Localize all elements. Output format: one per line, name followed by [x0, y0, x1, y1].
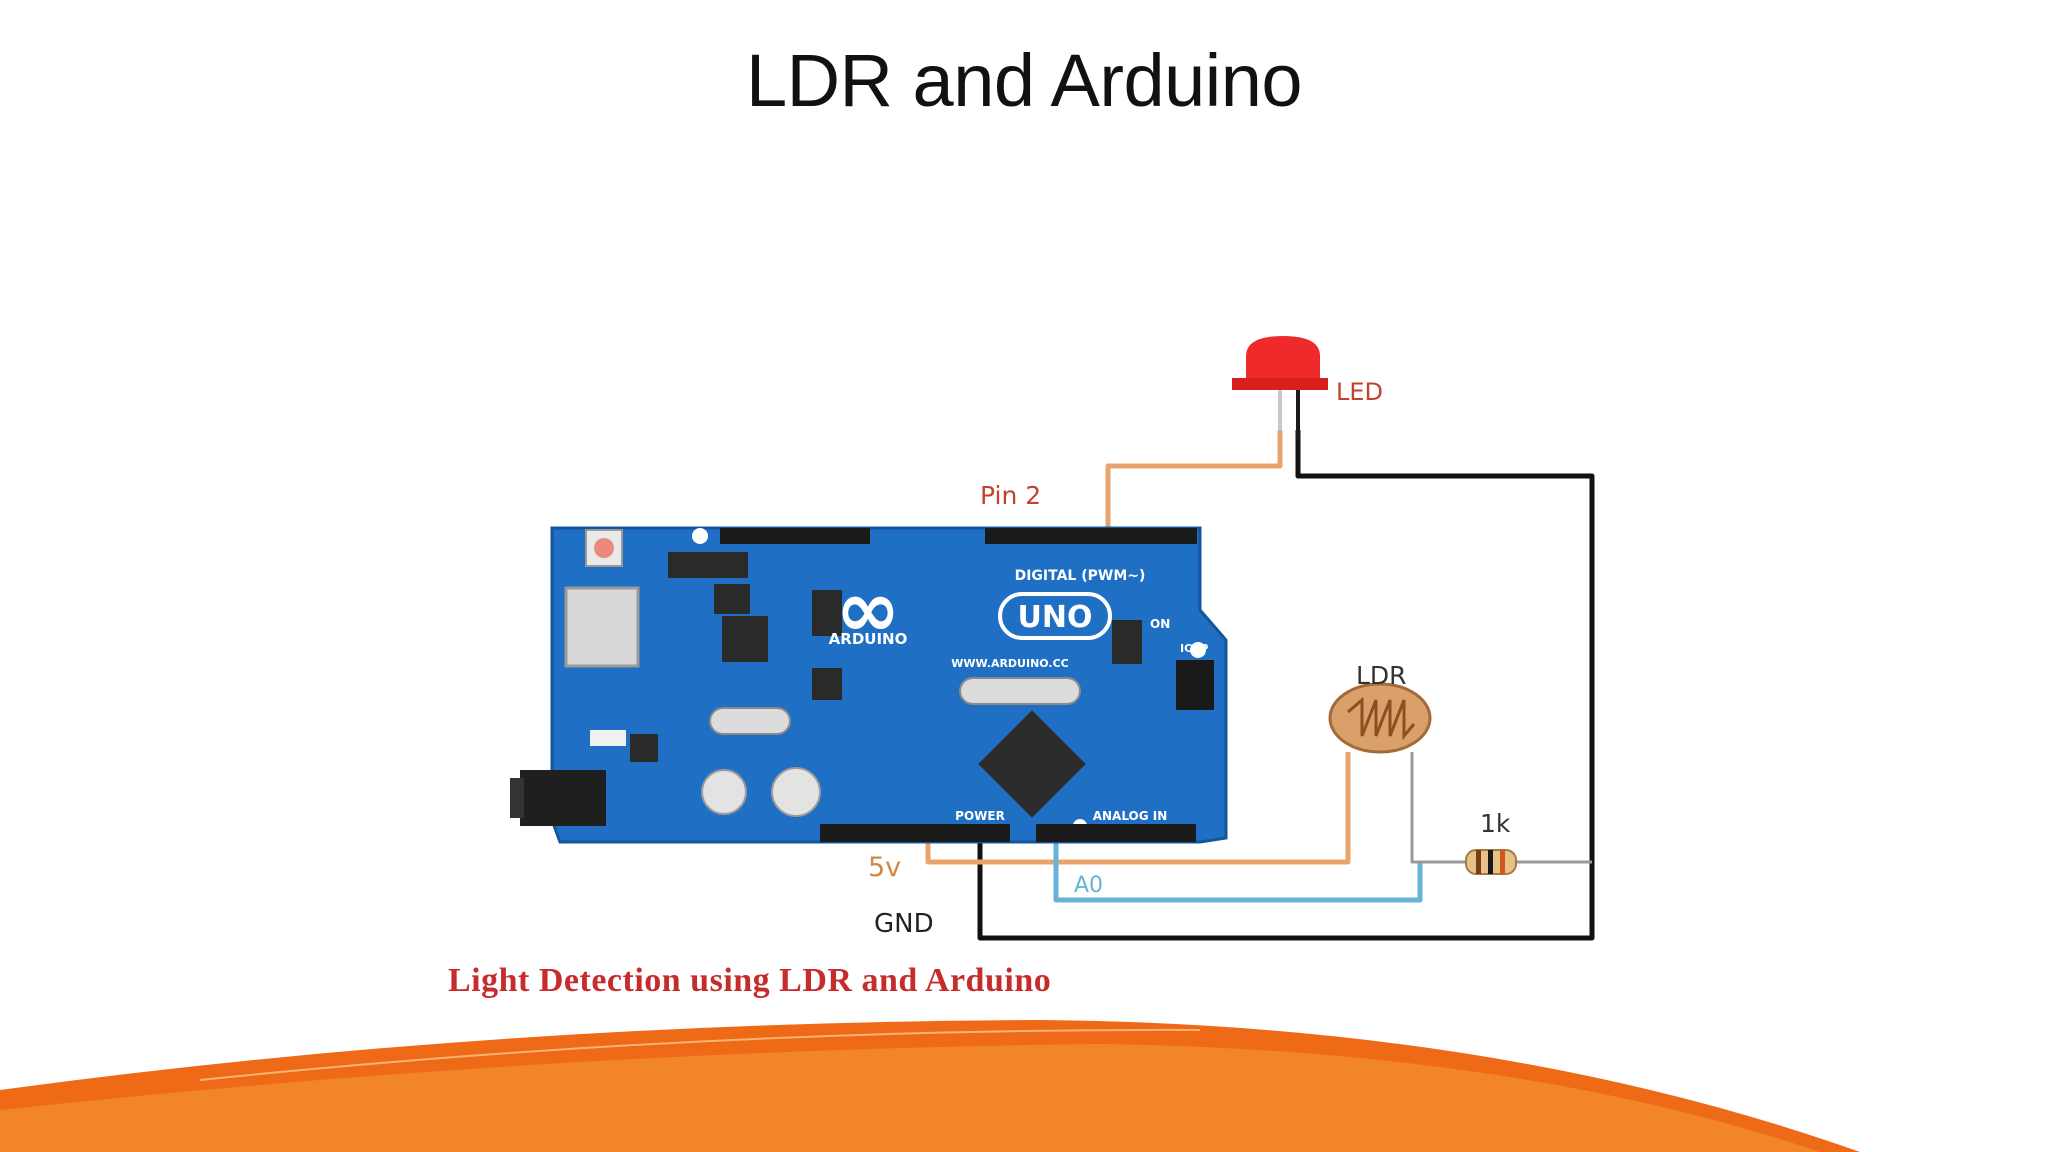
crystal [959, 677, 1081, 705]
capacitor [701, 769, 747, 815]
wires [925, 430, 1595, 941]
wire-a0 [1053, 842, 1423, 903]
wire-led-ground-rail [977, 430, 1595, 941]
uno-badge [998, 592, 1112, 640]
ldr-label: LDR [1356, 661, 1407, 690]
led-icon [1232, 336, 1328, 440]
on-led-label: ON [1150, 617, 1170, 631]
crystal [709, 707, 791, 735]
wire-5v-ldr [925, 752, 1351, 865]
digital-header-left [720, 528, 870, 544]
analog-header-label: ANALOG IN [1093, 809, 1168, 823]
pin2-label: Pin 2 [980, 481, 1041, 510]
board-url-label: WWW.ARDUINO.CC [951, 657, 1068, 670]
footer-wave [0, 1020, 2048, 1152]
analog-header [1036, 824, 1196, 842]
reset-button-cap [594, 538, 614, 558]
resistor-label: 1k [1480, 809, 1511, 838]
photoresistor-icon [1328, 682, 1432, 754]
a0-label: A0 [1074, 873, 1103, 898]
board-brand-label: ARDUINO [829, 630, 908, 648]
power-header-label: POWER [955, 809, 1005, 823]
usb-chip [722, 616, 768, 662]
led-label: LED [1336, 378, 1383, 406]
digital-header-right [985, 528, 1197, 544]
digital-header-label: DIGITAL (PWM~) [1015, 568, 1146, 584]
wire-ldr-resistor [1410, 752, 1466, 864]
gnd-label: GND [874, 909, 934, 939]
five-v-label: 5v [868, 852, 901, 883]
power-jack [520, 770, 606, 826]
icsp-label: ICSP [1180, 642, 1208, 655]
wire-pin2-led [1105, 430, 1283, 530]
arduino-board: ∞ UNO ARDUINO DIGITAL (PWM~) WWW.ARDUINO… [510, 526, 1228, 844]
icsp-header [1176, 660, 1214, 710]
power-header [820, 824, 1010, 842]
resistor-icon [1465, 849, 1517, 875]
infinity-logo-icon: ∞ [836, 565, 901, 655]
diagram-caption: Light Detection using LDR and Arduino [448, 962, 1052, 999]
capacitor [771, 767, 821, 817]
usb-port [564, 586, 640, 668]
slide-title: LDR and Arduino [745, 39, 1303, 122]
board-model-label: UNO [1018, 600, 1093, 635]
